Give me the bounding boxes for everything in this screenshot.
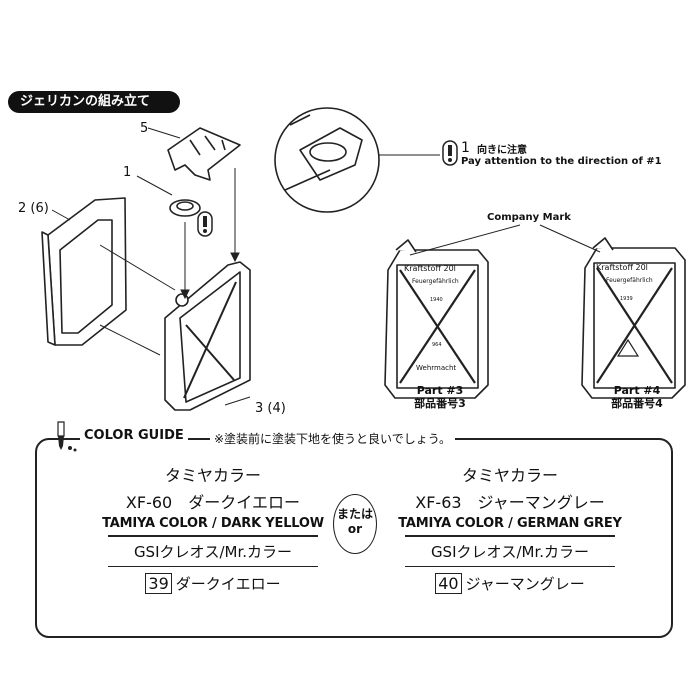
detail-number: 1 <box>461 140 470 156</box>
part-5-label: 5 <box>140 121 149 136</box>
paintbrush-icon <box>57 421 77 452</box>
gsi-code: 39 <box>145 573 172 594</box>
part4-year: 1939 <box>620 296 633 302</box>
part-1-label: 1 <box>123 165 132 180</box>
gsi-brand: GSIクレオス/Mr.カラー <box>430 542 590 561</box>
color-option-right: タミヤカラー XF-63 ジャーマングレー TAMIYA COLOR / GER… <box>395 462 625 594</box>
color-guide-title: COLOR GUIDE <box>80 428 188 443</box>
part3-bottom: Wehrmacht <box>416 364 457 372</box>
part3-stamp-top: Kraftstoff 20l <box>404 264 456 273</box>
part4-stamp-mid: Feuergefährlich <box>606 277 653 284</box>
part-5-handle <box>167 127 241 181</box>
part-3-label: 3 (4) <box>255 401 286 416</box>
brand-en: TAMIYA COLOR / DARK YELLOW <box>102 516 324 531</box>
caution-icon <box>442 140 458 166</box>
warning-triangle-icon <box>616 338 640 357</box>
assembly-diagram <box>41 107 686 411</box>
detail-note-en: Pay attention to the direction of #1 <box>461 156 662 167</box>
or-badge: または or <box>333 494 377 554</box>
section-title: ジェリカンの組み立て <box>8 91 180 113</box>
color-guide-note: ※塗装前に塗装下地を使うと良いでしょう。 <box>210 430 455 447</box>
caution-icon <box>197 211 213 237</box>
part-2-label: 2 (6) <box>18 201 49 216</box>
part3-year: 1940 <box>430 297 443 303</box>
gsi-name: ジャーマングレー <box>465 575 585 593</box>
gsi-code: 40 <box>435 573 462 594</box>
gsi-name: ダークイエロー <box>175 575 281 593</box>
part4-stamp-top: Kraftstoff 20l <box>596 263 648 272</box>
brand-jp: タミヤカラー <box>461 466 558 485</box>
gsi-brand: GSIクレオス/Mr.カラー <box>133 542 293 561</box>
color-option-left: タミヤカラー XF-60 ダークイエロー TAMIYA COLOR / DARK… <box>98 462 328 594</box>
brand-jp: タミヤカラー <box>164 466 261 485</box>
part3-stamp-mid: Feuergefährlich <box>412 278 459 285</box>
brand-en: TAMIYA COLOR / GERMAN GREY <box>398 516 622 531</box>
company-mark-label: Company Mark <box>487 212 571 223</box>
code-line: XF-60 ダークイエロー <box>125 493 301 512</box>
detail-note-jp: 向きに注意 <box>477 145 527 156</box>
code-line: XF-63 ジャーマングレー <box>415 493 605 512</box>
part3-small: 964 <box>432 342 442 348</box>
